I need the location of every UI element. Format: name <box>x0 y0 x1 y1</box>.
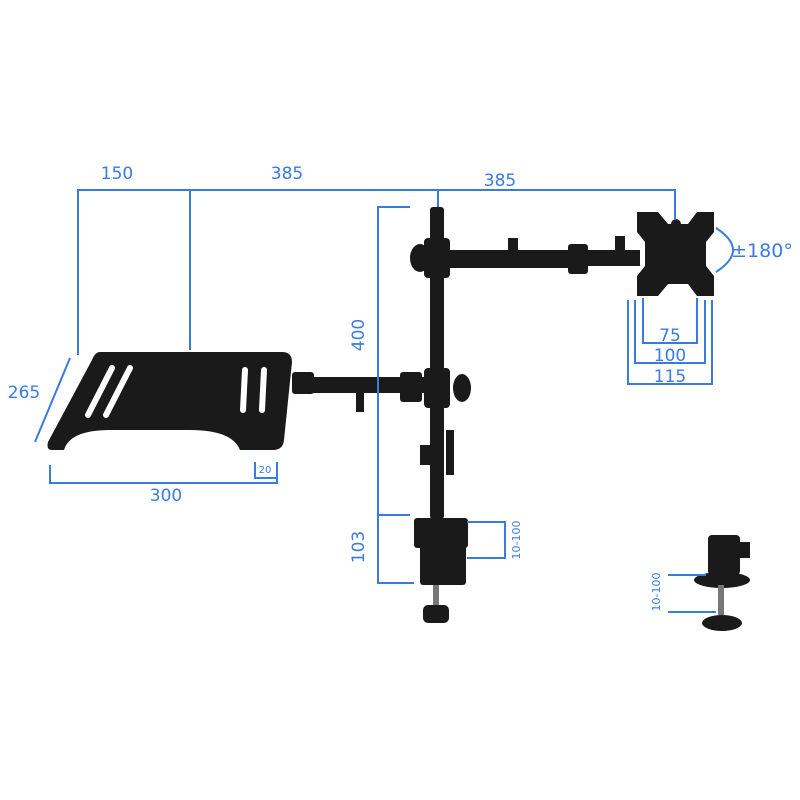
upper-arm-clip-2 <box>615 236 625 258</box>
label-vesa-75: 75 <box>659 326 681 346</box>
cable-clip-2 <box>420 445 430 465</box>
pole-collar-lower <box>424 368 450 408</box>
label-width-mid: 385 <box>271 164 303 184</box>
vesa-knob <box>671 219 681 229</box>
upper-arm-joint <box>568 244 588 274</box>
label-vesa-115: 115 <box>654 367 686 387</box>
tray-bracket <box>292 372 314 394</box>
dimension-lines <box>34 189 734 613</box>
label-clamp-height: 103 <box>349 531 369 563</box>
label-tray-depth: 265 <box>8 383 40 403</box>
laptop-tray <box>47 352 292 450</box>
tray-vents <box>85 365 267 418</box>
clamp-knob <box>423 605 449 623</box>
clamp-screw <box>433 585 439 607</box>
clamp-top <box>414 518 468 548</box>
monitor-mount <box>292 207 714 623</box>
arm-knob-lower <box>453 374 471 402</box>
lower-arm-joint <box>400 372 422 402</box>
upper-arm-clip <box>508 238 518 268</box>
pole-collar-upper <box>424 238 450 278</box>
label-inset-clamp-range: 10-100 <box>650 573 663 612</box>
cable-clip <box>446 430 454 475</box>
inset-clamp <box>694 535 750 631</box>
vesa-plate <box>637 212 714 296</box>
label-tray-lip: 20 <box>259 465 272 476</box>
label-pole-height: 400 <box>349 319 369 351</box>
arm-knob-upper <box>410 244 430 272</box>
label-vesa-100: 100 <box>654 346 686 366</box>
label-tray-width: 300 <box>150 486 182 506</box>
label-width-right: 385 <box>484 171 516 191</box>
clamp-body <box>420 545 466 585</box>
label-clamp-range: 10-100 <box>510 521 523 560</box>
lower-arm-clip <box>356 392 364 412</box>
upper-arm-2 <box>585 250 640 266</box>
label-width-left: 150 <box>101 164 133 184</box>
label-rotation: ±180° <box>731 240 793 262</box>
tray-plate <box>47 352 292 450</box>
pole <box>430 207 444 519</box>
